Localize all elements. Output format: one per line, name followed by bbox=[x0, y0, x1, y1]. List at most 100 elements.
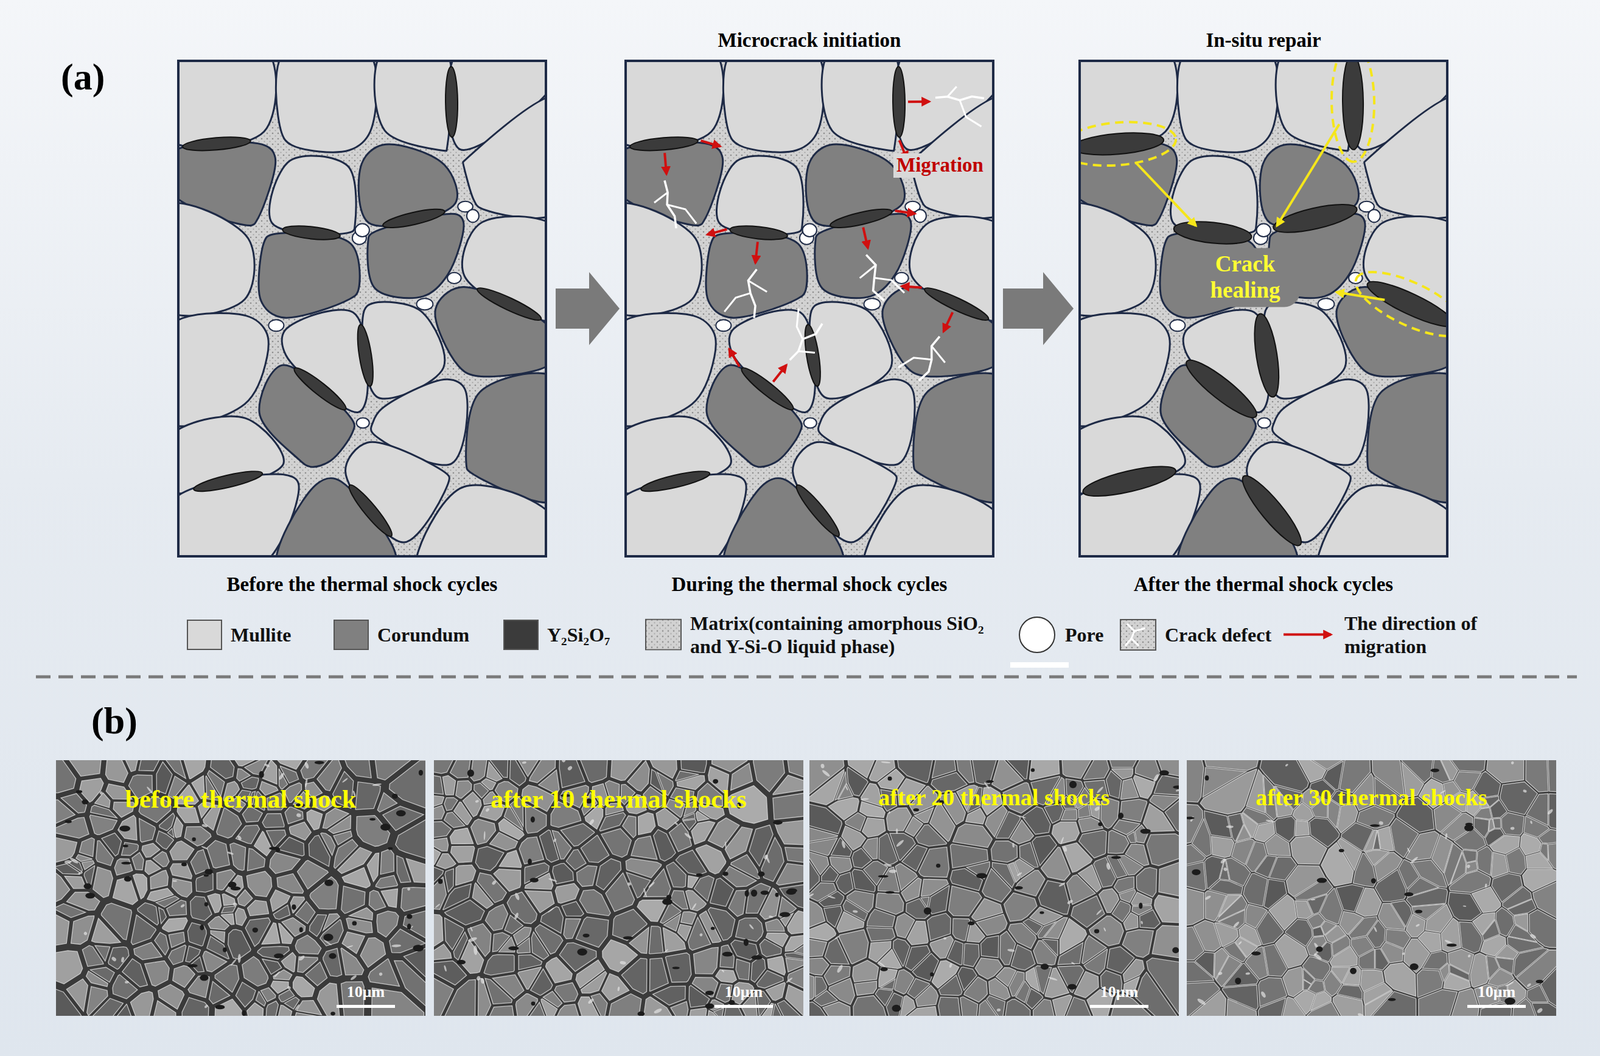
sem-grain bbox=[1378, 903, 1406, 930]
sem-pore bbox=[1315, 946, 1323, 952]
sem-grain bbox=[1079, 830, 1108, 859]
sem-grain bbox=[1051, 821, 1080, 844]
sem-grain bbox=[1041, 847, 1071, 881]
sem-grain bbox=[118, 815, 137, 841]
sem-flake bbox=[1467, 953, 1471, 958]
sem-grain bbox=[139, 818, 156, 843]
sem-pore bbox=[710, 926, 716, 930]
schematic-panel bbox=[1056, 38, 1475, 580]
sem-grain bbox=[1380, 942, 1404, 963]
sem-flake bbox=[1096, 908, 1103, 916]
sem-flake bbox=[522, 761, 528, 764]
sem-grain bbox=[821, 866, 839, 882]
sem-grain bbox=[981, 935, 999, 958]
sem-flake bbox=[691, 902, 697, 910]
sem-pore bbox=[85, 892, 95, 899]
pore bbox=[715, 319, 731, 332]
sem-grain bbox=[170, 863, 193, 879]
sem-grain bbox=[1321, 920, 1337, 935]
panel-label: Microcrack initiation bbox=[601, 29, 1018, 53]
sem-pore bbox=[878, 875, 889, 878]
sem-grain bbox=[1507, 898, 1537, 915]
sem-pore bbox=[122, 844, 129, 848]
sem-pore bbox=[352, 920, 358, 926]
sem-pore bbox=[530, 816, 535, 823]
crack-defect bbox=[654, 192, 668, 203]
legend-entry: Mullite bbox=[186, 619, 292, 650]
mullite-grain bbox=[178, 60, 277, 148]
corundum-grain bbox=[367, 213, 464, 298]
sem-grain bbox=[261, 922, 280, 944]
sem-pore bbox=[880, 967, 888, 971]
sem-flake bbox=[378, 971, 383, 977]
sem-flake bbox=[1226, 825, 1234, 828]
sem-flake bbox=[264, 763, 271, 769]
sem-grain bbox=[1078, 864, 1102, 893]
sem-grain bbox=[1332, 935, 1351, 957]
sem-pore bbox=[83, 883, 92, 890]
sem-grain bbox=[680, 760, 707, 773]
sem-pore bbox=[576, 948, 588, 956]
crack-defect bbox=[724, 293, 751, 313]
matrix-symbol bbox=[645, 619, 682, 650]
sem-flake bbox=[1530, 820, 1534, 825]
sem-grain bbox=[210, 930, 225, 943]
sem-pore bbox=[204, 868, 213, 875]
sem-flake bbox=[1529, 932, 1537, 940]
sem-grain bbox=[1501, 812, 1524, 835]
sem-flake bbox=[1103, 926, 1107, 932]
y2si2o7-phase bbox=[281, 223, 341, 242]
sem-grain bbox=[455, 864, 476, 886]
sem-grain bbox=[207, 893, 222, 913]
sem-flake bbox=[406, 886, 411, 891]
sem-grain bbox=[1254, 855, 1277, 878]
sem-grain bbox=[1264, 879, 1287, 909]
sem-pore bbox=[391, 793, 399, 799]
schematic-panel: In-situ repairCrack healingAfter the the… bbox=[1079, 60, 1448, 557]
sem-flake bbox=[821, 769, 831, 778]
sem-grain bbox=[1078, 817, 1103, 832]
sem-grain bbox=[929, 936, 954, 959]
panel-letter: (a) bbox=[60, 55, 105, 98]
sem-grain bbox=[237, 889, 253, 907]
sem-grain bbox=[875, 988, 893, 1006]
sem-pore bbox=[1067, 984, 1077, 990]
sem-grain bbox=[867, 909, 896, 927]
sem-pore bbox=[412, 944, 424, 952]
sem-grain bbox=[1243, 873, 1268, 907]
sem-grain bbox=[105, 760, 128, 783]
sem-pore bbox=[751, 889, 758, 897]
sem-flake bbox=[1310, 898, 1316, 901]
sem-flake bbox=[1265, 819, 1276, 823]
sem-flake bbox=[943, 936, 947, 940]
sem-grain bbox=[713, 1007, 724, 1016]
sem-grain bbox=[342, 867, 371, 888]
sem-grain bbox=[1302, 956, 1330, 981]
sem-pore bbox=[1030, 768, 1035, 772]
sem-grain bbox=[710, 878, 734, 907]
sem-grain bbox=[542, 991, 562, 1008]
sem-pore bbox=[705, 1002, 715, 1009]
sem-grain bbox=[1146, 833, 1179, 866]
y2si2o7-phase bbox=[474, 283, 544, 325]
sem-grain bbox=[518, 954, 543, 971]
mullite-grain bbox=[415, 485, 546, 557]
sem-grain bbox=[653, 829, 676, 862]
sem-flake bbox=[391, 943, 402, 947]
sem-grain bbox=[485, 904, 508, 931]
sem-grain bbox=[1108, 760, 1140, 768]
sem-grain bbox=[184, 826, 212, 846]
sem-flake bbox=[1526, 982, 1532, 988]
sem-grain bbox=[771, 1004, 784, 1016]
sem-grain bbox=[273, 969, 293, 980]
sem-grain bbox=[167, 828, 174, 838]
sem-flake bbox=[648, 881, 656, 888]
sem-pore bbox=[438, 878, 444, 884]
sem-grain bbox=[836, 872, 854, 895]
micrograph-panel: after 30 thermal shocks10μm bbox=[1186, 760, 1557, 1016]
sem-pore bbox=[985, 780, 994, 783]
sem-grain bbox=[877, 948, 902, 969]
sem-flake bbox=[349, 974, 358, 982]
sem-flake bbox=[1313, 952, 1323, 961]
sem-grain bbox=[1495, 945, 1518, 960]
